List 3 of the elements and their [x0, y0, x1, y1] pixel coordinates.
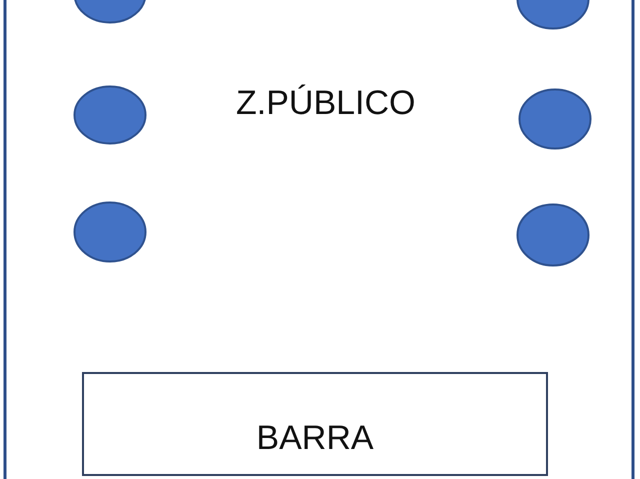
zone-label: Z.PÚBLICO [236, 84, 416, 123]
bar-counter-box [82, 372, 548, 476]
bar-label: BARRA [255, 418, 375, 458]
